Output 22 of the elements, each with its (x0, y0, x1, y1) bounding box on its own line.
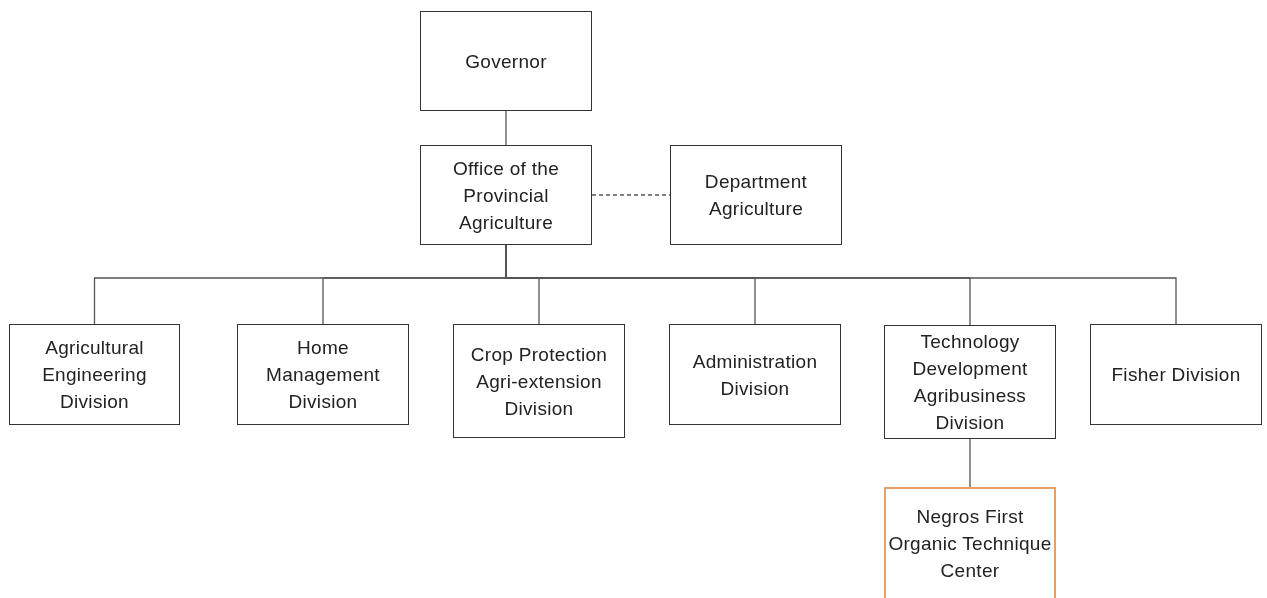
box-label: Office of the Provincial Agriculture (452, 156, 560, 235)
box-label: Home Management Division (265, 336, 381, 414)
department-box (670, 145, 842, 245)
office-box (420, 145, 592, 245)
division-box (1090, 324, 1262, 425)
box-label: Technology Development Agribusiness Division (911, 330, 1029, 435)
box-label: Governor (465, 49, 547, 74)
center-box (884, 487, 1056, 598)
box-label: Department Agriculture (703, 170, 809, 221)
box-label: Negros First Organic Technique Center (887, 505, 1053, 583)
connector-line (969, 438, 971, 488)
box-label: Administration Division (691, 349, 819, 401)
division-box (669, 324, 841, 425)
division-box (453, 324, 625, 438)
division-box (884, 325, 1056, 439)
division-box (9, 324, 180, 425)
box-label: Fisher Division (1111, 363, 1241, 387)
box-label: Crop Protection Agri-extension Division (469, 342, 609, 421)
connector-line (505, 110, 507, 146)
role-box (420, 11, 592, 111)
box-label: Agricultural Engineering Division (41, 336, 148, 414)
division-box (237, 324, 409, 425)
